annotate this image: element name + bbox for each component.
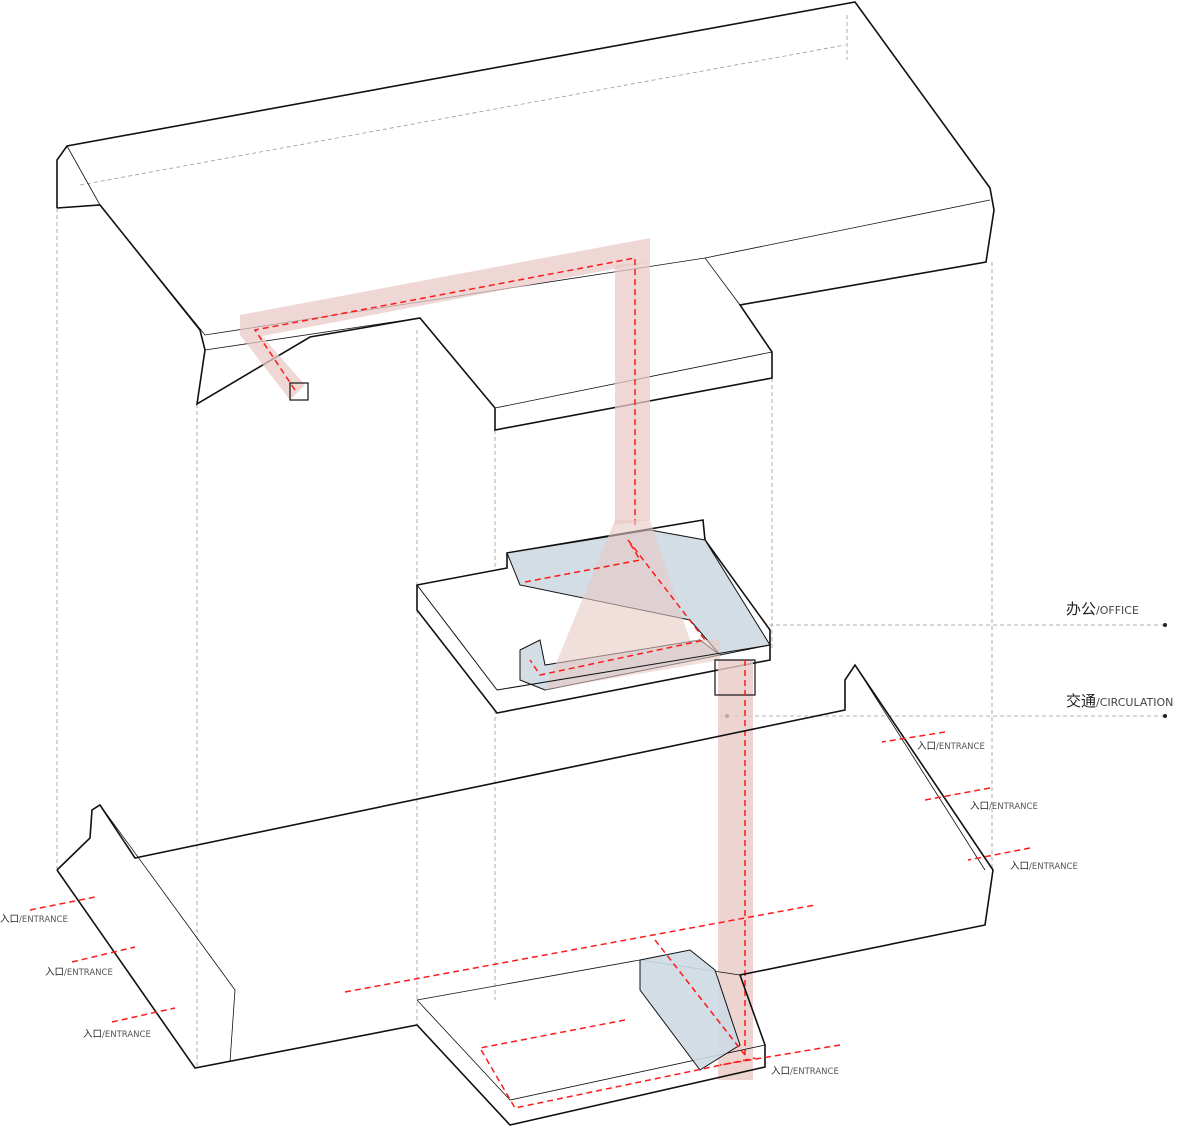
office-floor: [416, 519, 771, 714]
entrance-label: 入口/ENTRANCE: [45, 964, 113, 978]
roof-volume: [56, 1, 995, 431]
entrance-en: /ENTRANCE: [102, 1030, 151, 1040]
entrance-label: 入口/ENTRANCE: [771, 1063, 839, 1077]
entrance-arrows: [29, 731, 1031, 1109]
entrance-en: /ENTRANCE: [1029, 862, 1078, 872]
entrance-zh: 入口: [0, 914, 20, 925]
entrance-label: 入口/ENTRANCE: [83, 1026, 151, 1040]
entrance-label: 入口/ENTRANCE: [1010, 858, 1078, 872]
entrance-en: /ENTRANCE: [19, 915, 68, 925]
office-label: 办公/OFFICE: [1066, 598, 1139, 619]
entrance-label: 入口/ENTRANCE: [970, 798, 1038, 812]
entrance-zh: 入口: [970, 801, 990, 812]
entrance-en: /ENTRANCE: [64, 968, 113, 978]
entrance-zh: 入口: [83, 1029, 103, 1040]
office-label-zh: 办公: [1066, 600, 1097, 618]
entrance-zh: 入口: [771, 1066, 791, 1077]
entrance-en: /ENTRANCE: [790, 1067, 839, 1077]
circulation-label-en: /CIRCULATION: [1096, 696, 1174, 709]
entrance-zh: 入口: [917, 741, 937, 752]
entrance-label: 入口/ENTRANCE: [917, 738, 985, 752]
entrance-zh: 入口: [45, 967, 65, 978]
ground-office: [639, 949, 741, 1071]
circulation-label-zh: 交通: [1066, 692, 1097, 710]
entrance-label: 入口/ENTRANCE: [0, 911, 68, 925]
entrance-en: /ENTRANCE: [936, 742, 985, 752]
office-label-en: /OFFICE: [1096, 604, 1139, 617]
circulation-label: 交通/CIRCULATION: [1066, 690, 1173, 711]
roof-circulation: [240, 238, 650, 525]
projection-guides: [56, 15, 1165, 1068]
entrance-zh: 入口: [1010, 861, 1030, 872]
entrance-en: /ENTRANCE: [989, 802, 1038, 812]
